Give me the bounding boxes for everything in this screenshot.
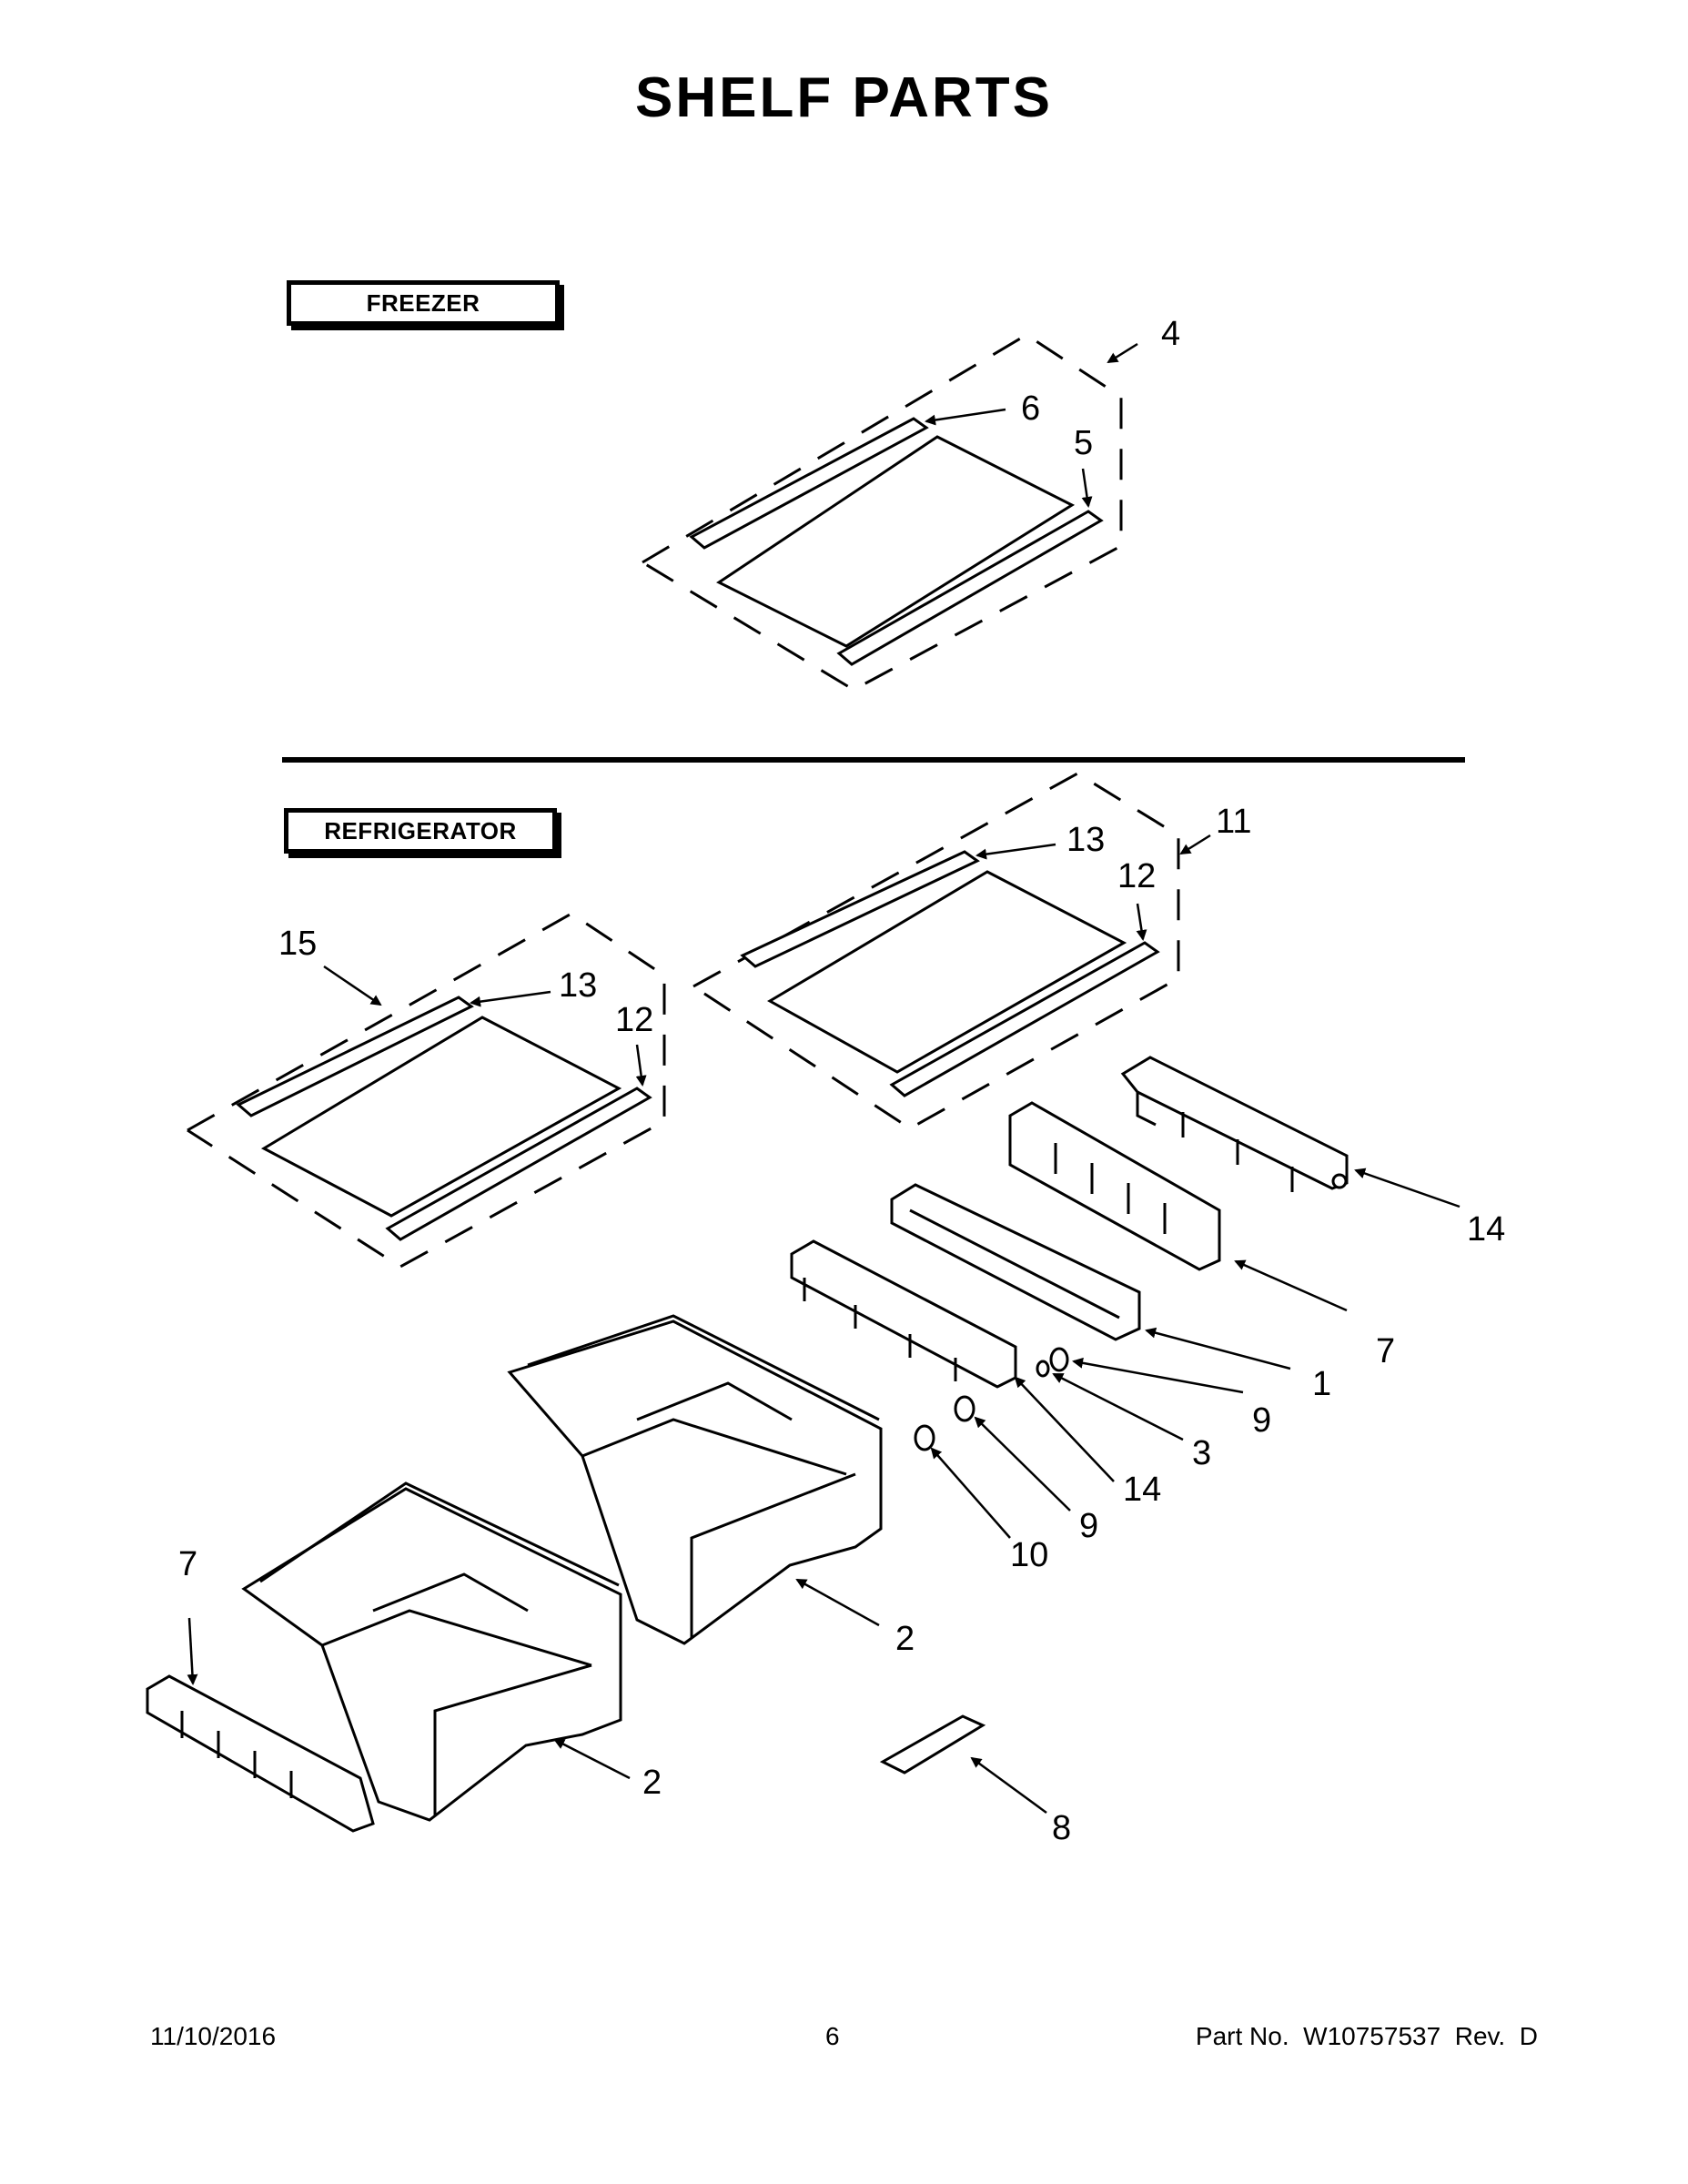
leader-arrows: [187, 342, 1461, 1815]
washer-9-upper: [1049, 1347, 1069, 1372]
footer-part-number: Part No. W10757537 Rev. D: [1195, 2022, 1538, 2050]
callout-2b: 2: [642, 1764, 662, 1802]
arrow-13b: [470, 990, 551, 1007]
callout-14a: 14: [1467, 1210, 1506, 1249]
arrow-9a: [1072, 1357, 1244, 1394]
arrow-14a: [1354, 1168, 1461, 1208]
callout-12b: 12: [615, 1001, 654, 1039]
page-title: SHELF PARTS: [635, 66, 1053, 129]
arrow-7a: [1234, 1259, 1348, 1312]
callout-15: 15: [278, 925, 318, 963]
arrow-14b: [1014, 1376, 1115, 1482]
freezer-section-label: FREEZER: [287, 280, 560, 326]
callout-9a: 9: [1252, 1401, 1272, 1440]
callout-7a: 7: [1376, 1332, 1396, 1370]
callout-7b: 7: [178, 1545, 198, 1583]
washer-3: [1036, 1360, 1050, 1378]
hardware-parts: [914, 1347, 1069, 1451]
arrow-6: [925, 408, 1006, 426]
rail-7-upper: [1008, 1101, 1221, 1271]
callout-10: 10: [1010, 1536, 1049, 1574]
rail-14-upper: [1120, 1056, 1349, 1192]
callout-3: 3: [1192, 1434, 1212, 1472]
callout-13b: 13: [559, 966, 598, 1005]
freezer-front-trim: [836, 510, 1104, 666]
right-rear-trim: [740, 850, 980, 968]
arrow-1: [1145, 1327, 1291, 1370]
arrow-12b: [635, 1044, 647, 1087]
refrigerator-right-shelf-assembly: [692, 772, 1180, 1130]
arrow-10: [930, 1447, 1011, 1539]
right-assembly-bracket: [692, 772, 1180, 1130]
section-divider: [282, 757, 1465, 763]
rail-1-center: [890, 1183, 1141, 1341]
callout-1: 1: [1312, 1365, 1332, 1403]
arrow-7b: [187, 1617, 198, 1685]
callout-4: 4: [1161, 315, 1181, 353]
arrow-9b: [974, 1416, 1071, 1512]
arrow-11: [1179, 834, 1211, 855]
callout-2a: 2: [895, 1620, 915, 1658]
callout-6: 6: [1021, 389, 1041, 428]
left-assembly-bracket: [187, 912, 666, 1269]
right-front-trim: [889, 941, 1160, 1097]
arrow-13a: [975, 843, 1056, 860]
right-glass-shelf: [766, 870, 1127, 1074]
clip-8: [879, 1714, 986, 1774]
freezer-rear-trim: [689, 417, 929, 550]
left-front-trim: [385, 1087, 652, 1241]
left-glass-shelf: [260, 1016, 622, 1218]
arrow-3: [1052, 1372, 1184, 1441]
footer-page-number: 6: [825, 2022, 840, 2050]
callout-11: 11: [1216, 803, 1252, 841]
freezer-assembly-bracket: [642, 333, 1123, 692]
arrow-12a: [1136, 903, 1147, 941]
refrigerator-left-shelf-assembly: [187, 912, 666, 1269]
crisper-drawer-right: [507, 1314, 883, 1645]
cap-10: [914, 1424, 935, 1451]
footer-date: 11/10/2016: [150, 2022, 277, 2050]
arrow-5: [1081, 468, 1093, 508]
arrow-2b: [553, 1738, 631, 1780]
rail-7-lower: [146, 1674, 375, 1833]
arrow-15: [323, 965, 382, 1006]
callout-13a: 13: [1066, 821, 1106, 859]
callout-8: 8: [1052, 1809, 1072, 1847]
callout-5: 5: [1074, 424, 1094, 462]
freezer-shelf-assembly: [642, 333, 1123, 692]
washer-9-lower: [954, 1395, 975, 1422]
arrow-2a: [795, 1578, 880, 1627]
callout-12a: 12: [1117, 857, 1157, 895]
arrow-4: [1107, 342, 1138, 364]
callout-14b: 14: [1123, 1471, 1162, 1509]
freezer-glass-shelf: [716, 435, 1076, 648]
arrow-8: [970, 1756, 1047, 1815]
refrigerator-section-label: REFRIGERATOR: [284, 808, 557, 854]
callout-9b: 9: [1079, 1507, 1099, 1545]
